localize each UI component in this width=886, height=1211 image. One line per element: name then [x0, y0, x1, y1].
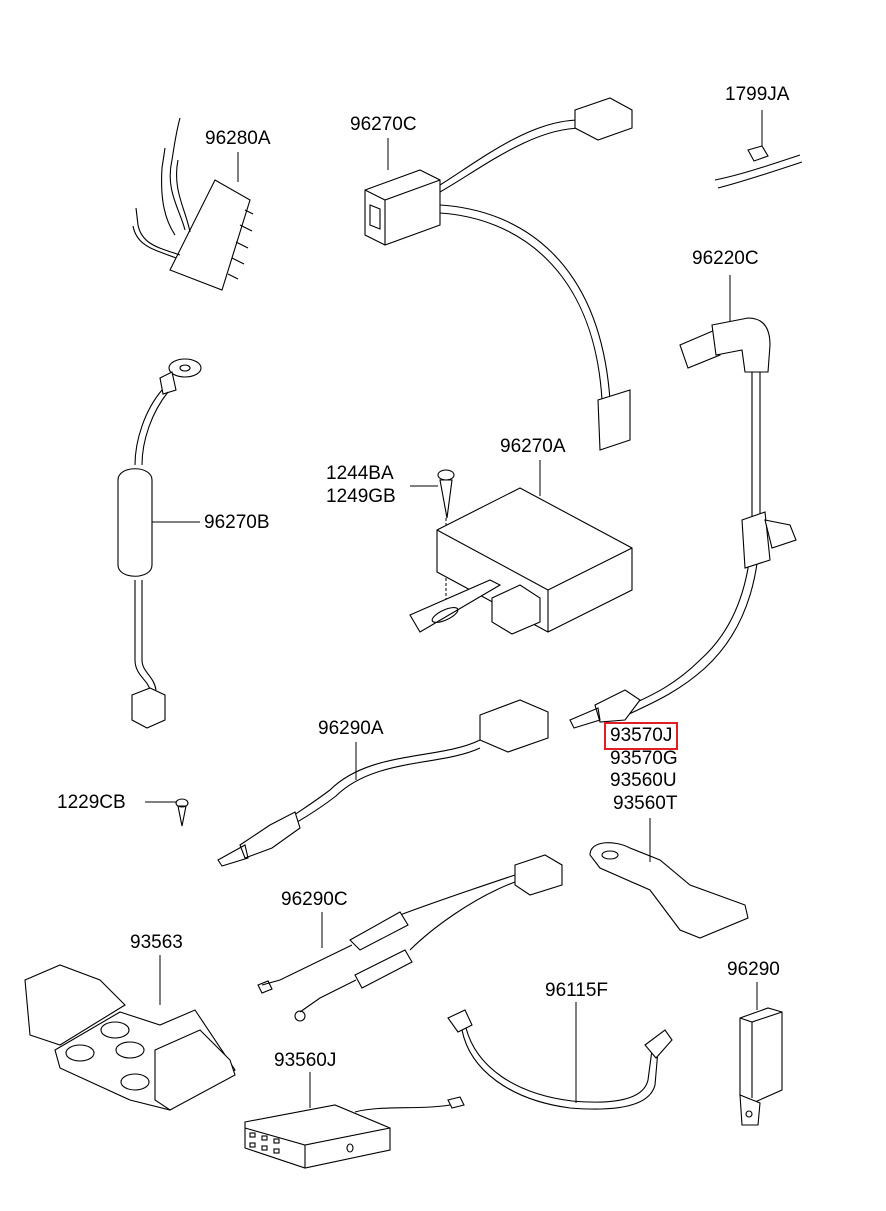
part-label-96290A[interactable]: 96290A: [318, 718, 384, 739]
part-label-93560J[interactable]: 93560J: [274, 1050, 337, 1071]
part-label-93563[interactable]: 93563: [130, 932, 183, 953]
part-label-96220C[interactable]: 96220C: [692, 248, 759, 269]
part-label-1244BA[interactable]: 1244BA: [326, 463, 394, 484]
part-drawing-96280A: [132, 117, 254, 291]
part-label-96115F[interactable]: 96115F: [545, 980, 609, 1001]
part-drawing-93570J-bracket: [589, 818, 749, 939]
part-drawing-96220C: [569, 275, 797, 729]
part-label-96270B[interactable]: 96270B: [204, 512, 270, 533]
part-drawing-93560J: [244, 1072, 465, 1169]
part-drawing-1799JA: [714, 110, 803, 189]
part-drawing-96290C: [257, 854, 563, 1022]
part-label-96270C[interactable]: 96270C: [350, 114, 417, 135]
part-drawing-1229CB: [145, 798, 189, 827]
part-label-1249GB[interactable]: 1249GB: [326, 486, 396, 507]
part-label-93560T[interactable]: 93560T: [613, 793, 678, 814]
part-label-1229CB[interactable]: 1229CB: [57, 792, 126, 813]
part-label-93570G[interactable]: 93570G: [610, 748, 678, 769]
part-drawing-93563: [24, 955, 236, 1111]
part-label-93570J[interactable]: 93570J: [603, 722, 679, 750]
part-drawing-96270A: [409, 460, 633, 635]
part-drawing-96270B: [117, 358, 202, 729]
part-label-96290[interactable]: 96290: [727, 959, 780, 980]
part-label-93560U[interactable]: 93560U: [610, 770, 677, 791]
part-drawing-96290: [739, 982, 783, 1126]
part-label-96280A[interactable]: 96280A: [205, 128, 271, 149]
part-drawing-96115F: [447, 1002, 673, 1110]
part-label-96290C[interactable]: 96290C: [281, 889, 348, 910]
part-drawing-96270C: [364, 97, 633, 451]
part-label-96270A[interactable]: 96270A: [500, 436, 566, 457]
part-label-1799JA[interactable]: 1799JA: [725, 84, 790, 105]
part-drawing-96290A: [217, 699, 549, 867]
